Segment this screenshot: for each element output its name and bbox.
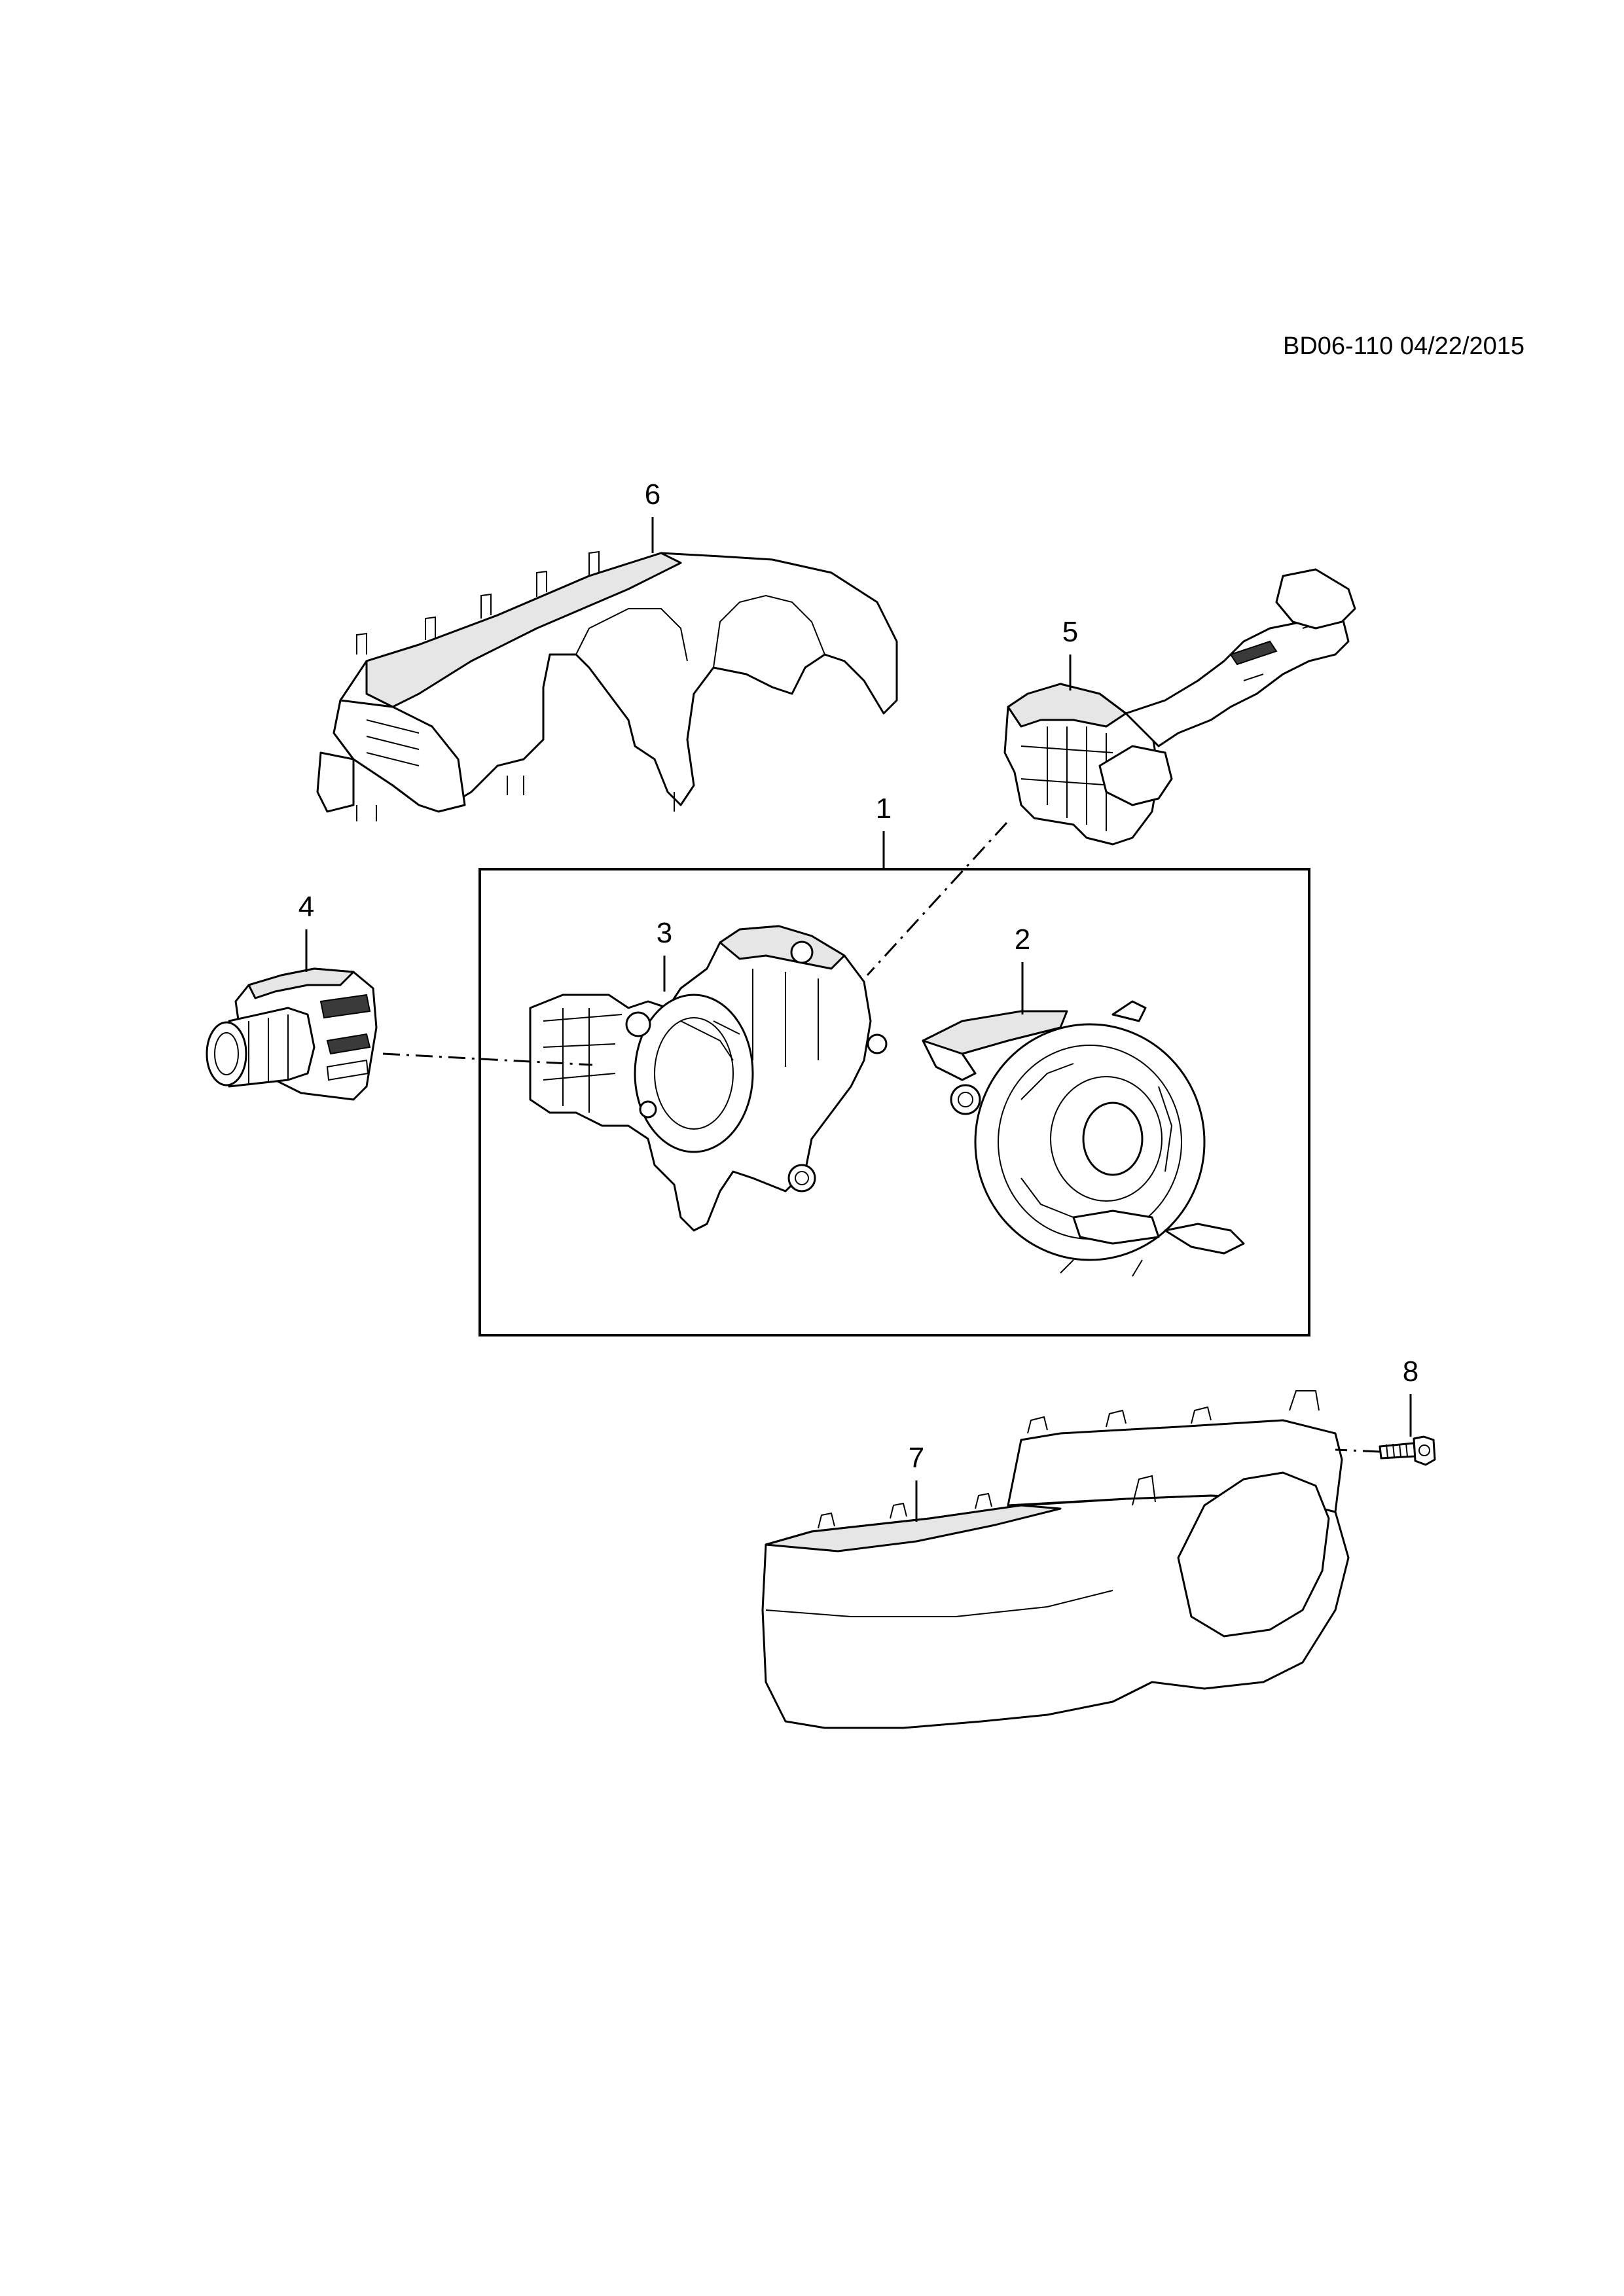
assembly-line-4-to-3	[382, 1052, 593, 1066]
callout-5: 5	[1062, 616, 1078, 648]
callout-2: 2	[1015, 924, 1030, 956]
part-8-screw	[1379, 1435, 1436, 1466]
callout-4: 4	[298, 891, 314, 923]
callout-1: 1	[876, 793, 892, 825]
part-4-headlamp-switch	[206, 967, 378, 1101]
callout-7: 7	[909, 1442, 924, 1474]
callout-8: 8	[1403, 1355, 1418, 1388]
assembly-line-8-to-7	[1335, 1448, 1380, 1453]
part-2-clock-spring	[922, 1000, 1245, 1277]
callout-6: 6	[645, 478, 660, 511]
part-6-upper-column-cover	[316, 550, 898, 821]
assembly-box-part-1	[478, 868, 1310, 1336]
part-3-switch-housing	[529, 925, 888, 1232]
part-5-wiper-switch	[1003, 568, 1356, 846]
leader-lines	[305, 517, 1412, 1522]
assembly-line-5-to-3	[866, 821, 1008, 977]
document-code: BD06-110 04/22/2015	[1283, 332, 1525, 360]
callout-3: 3	[657, 917, 672, 949]
part-7-lower-column-cover	[761, 1390, 1350, 1729]
